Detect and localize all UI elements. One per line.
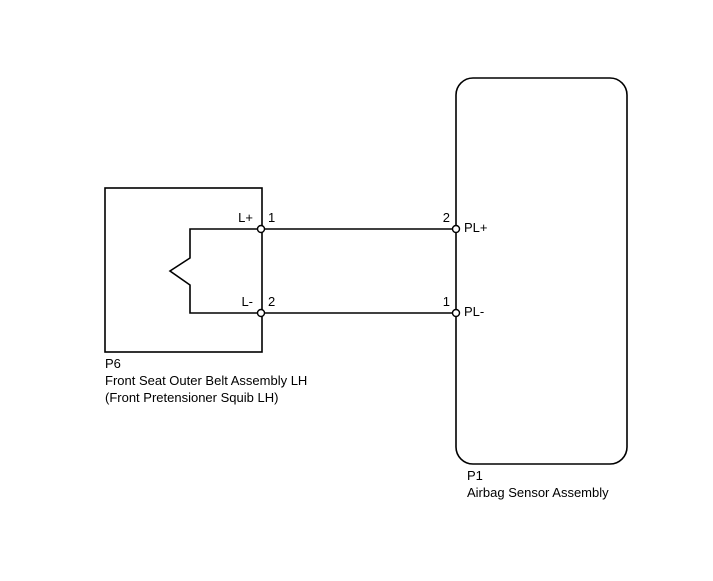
- sensor-pin-2: 2: [443, 210, 450, 225]
- sensor-signal-pl-plus: PL+: [464, 220, 488, 235]
- airbag-sensor-box: [455, 77, 628, 465]
- squib-code: P6: [105, 356, 121, 371]
- pin-sensor-1: [451, 308, 461, 318]
- squib-pin-1: 1: [268, 210, 275, 225]
- sensor-pin-1: 1: [443, 294, 450, 309]
- squib-signal-l-plus: L+: [238, 210, 253, 225]
- squib-pin-2: 2: [268, 294, 275, 309]
- sensor-name: Airbag Sensor Assembly: [467, 485, 609, 500]
- squib-element: [168, 228, 261, 314]
- pin-sensor-2: [451, 224, 461, 234]
- pin-squib-1: [256, 224, 266, 234]
- squib-signal-l-minus: L-: [241, 294, 253, 309]
- squib-subname: (Front Pretensioner Squib LH): [105, 390, 278, 405]
- sensor-code: P1: [467, 468, 483, 483]
- sensor-signal-pl-minus: PL-: [464, 304, 484, 319]
- squib-box: [104, 187, 263, 353]
- squib-name: Front Seat Outer Belt Assembly LH: [105, 373, 307, 388]
- pin-squib-2: [256, 308, 266, 318]
